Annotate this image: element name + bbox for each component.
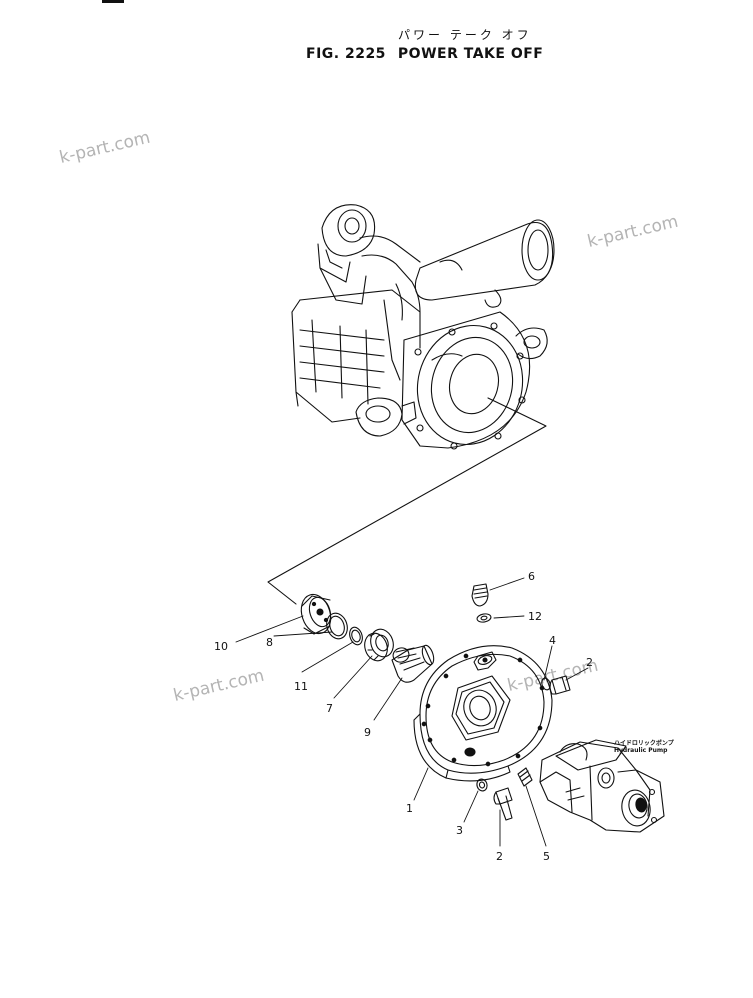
part-2-bolt-bottom [493,787,513,821]
pump-label-japanese: ハイドロリックポンプ [614,740,674,747]
part-7-washer [476,613,492,623]
figure-title: FIG. 2225 POWER TAKE OFF [306,46,543,62]
callout-7: 12 [528,610,542,623]
part-3-washer [476,778,488,792]
part-1-pto-housing [413,645,553,782]
figure-title-text: POWER TAKE OFF [397,46,544,62]
assembly-leader-line [267,397,547,605]
callout-4: 4 [549,634,556,647]
corner-mark [102,0,124,3]
part-2-bolt-right [549,675,571,695]
part-6-breather [471,583,489,607]
callout-2-bottom: 2 [496,850,503,863]
part-10-shaft [391,644,435,683]
figure-number: FIG. 2225 [306,46,386,62]
callout-8: 7 [326,702,333,715]
callout-11: 11 [294,680,308,693]
pump-label-english: Hydraulic Pump [614,747,668,754]
title-katakana: パワー テーク オフ [398,28,532,42]
callout-numbers: 10 8 11 7 9 1 3 2 5 6 12 4 2 [214,570,593,863]
callout-6: 6 [528,570,535,583]
part-12-coupling [300,593,332,635]
callout-leaders [235,577,589,847]
part-8-bearing [364,628,394,662]
callout-3: 3 [456,824,463,837]
callout-1: 1 [406,802,413,815]
engine-illustration [291,204,555,450]
callout-5: 5 [543,850,550,863]
callout-2-right: 2 [586,656,593,669]
hydraulic-pump-illustration [539,739,665,833]
callout-9: 8 [266,636,273,649]
callout-10: 9 [364,726,371,739]
part-5-plug [517,767,533,787]
part-11-ring [349,626,363,646]
part-9-snap-ring [326,612,348,640]
hydraulic-pump-label: ハイドロリックポンプ Hydraulic Pump [614,740,674,754]
callout-12: 10 [214,640,228,653]
